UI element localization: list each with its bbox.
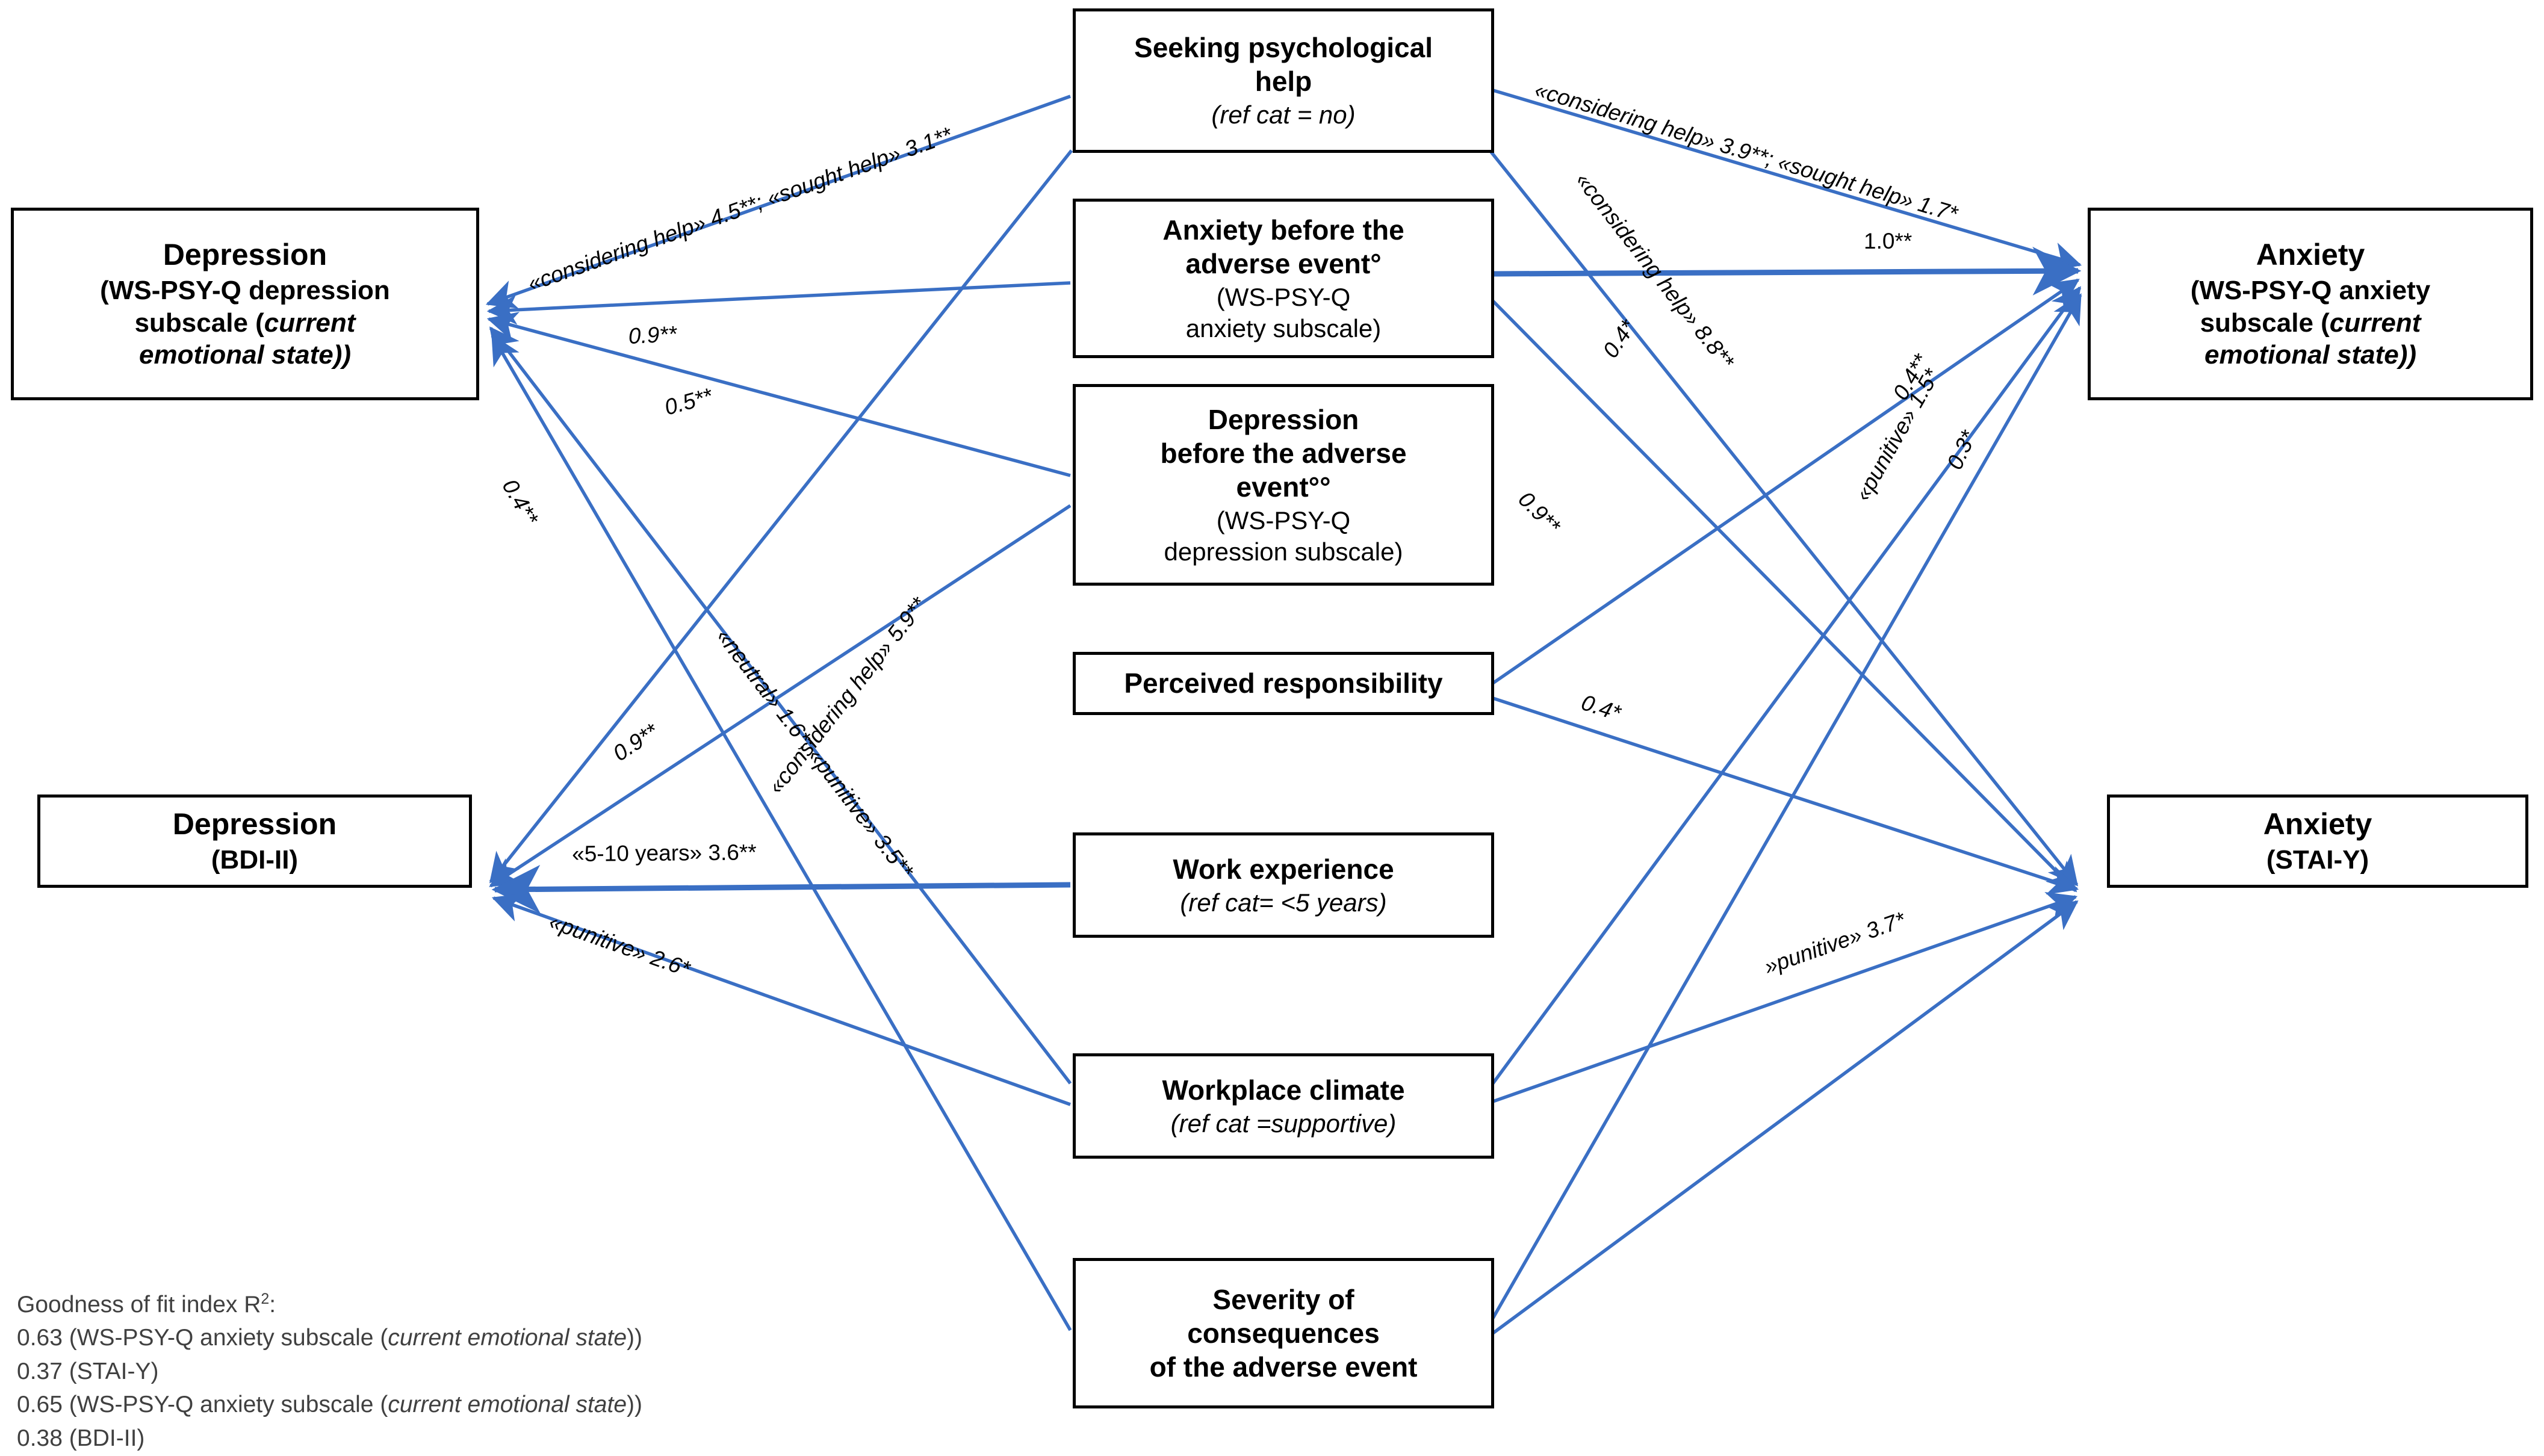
node-title: Severity of consequences of the adverse … <box>1150 1283 1418 1384</box>
gof-line: 0.65 (WS-PSY-Q anxiety subscale (current… <box>17 1388 642 1421</box>
node-title: Depression <box>172 807 337 841</box>
node-anxiety-wspsyq[interactable]: Anxiety (WS-PSY-Q anxiety subscale (curr… <box>2088 208 2533 400</box>
node-subtitle-em: current <box>2329 308 2421 338</box>
node-title: Depression before the adverse event°° <box>1160 403 1406 504</box>
edge-help-to-dep-bdi <box>489 149 1073 884</box>
edge-label-workexp-to-dep-bdi: «5-10 years» 3.6** <box>571 840 757 866</box>
node-subtitle-em: current <box>264 308 356 338</box>
goodness-of-fit-note: Goodness of fit index R2: 0.63 (WS-PSY-Q… <box>17 1288 642 1455</box>
node-subtitle: (BDI-II) <box>211 845 299 875</box>
node-title-line2: before the adverse <box>1160 438 1407 469</box>
node-anxiety-before-adverse-event[interactable]: Anxiety before the adverse event° (WS-PS… <box>1073 199 1494 358</box>
node-perceived-responsibility[interactable]: Perceived responsibility <box>1073 652 1494 715</box>
gof-line-value: 0.63 (WS-PSY-Q anxiety subscale ( <box>17 1325 388 1351</box>
node-title-line1: Anxiety before the <box>1162 214 1404 246</box>
gof-line-tail: )) <box>627 1392 642 1418</box>
node-title: Anxiety <box>2263 807 2372 841</box>
edge-climate-to-dep-wspsyq <box>489 326 1072 1085</box>
node-depression-wspsyq[interactable]: Depression (WS-PSY-Q depression subscale… <box>11 208 479 400</box>
node-title-line2: consequences <box>1187 1317 1380 1349</box>
node-subtitle-line1: (WS-PSY-Q <box>1216 506 1351 535</box>
node-subtitle: (WS-PSY-Q anxiety subscale) <box>1186 282 1382 343</box>
node-subtitle-line3: emotional state)) <box>2204 340 2417 370</box>
node-title: Anxiety <box>2256 237 2365 271</box>
edge-severity-to-dep-wspsyq <box>491 334 1072 1331</box>
edge-depbefore-to-dep-bdi <box>489 504 1072 888</box>
gof-line-value: 0.65 (WS-PSY-Q anxiety subscale ( <box>17 1392 388 1418</box>
node-title: Workplace climate <box>1162 1074 1405 1106</box>
edge-depbefore-to-dep-wspsyq <box>486 312 1071 477</box>
edge-perceived-to-anx-wspsyq <box>1492 278 2080 685</box>
node-subtitle-line1: (WS-PSY-Q anxiety <box>2190 275 2431 305</box>
node-subtitle-text: (ref cat =supportive) <box>1170 1109 1397 1138</box>
node-seeking-psychological-help[interactable]: Seeking psychological help (ref cat = no… <box>1073 8 1494 153</box>
node-title-line3: event°° <box>1236 471 1331 503</box>
edge-help-to-anx-stai <box>1488 149 2079 887</box>
edge-label-anxbefore-to-dep-wspsyq: 0.9** <box>627 321 678 349</box>
edge-climate-to-dep-bdi <box>491 893 1071 1106</box>
gof-line: 0.63 (WS-PSY-Q anxiety subscale (current… <box>17 1321 642 1354</box>
node-title: Seeking psychological help <box>1134 31 1433 98</box>
node-depression-before-adverse-event[interactable]: Depression before the adverse event°° (W… <box>1073 384 1494 586</box>
node-anxiety-stai[interactable]: Anxiety (STAI-Y) <box>2107 795 2528 888</box>
node-subtitle-line2: depression subscale) <box>1164 537 1403 566</box>
gof-line-tail: )) <box>627 1325 642 1351</box>
node-subtitle: (WS-PSY-Q depression subscale) <box>1164 505 1403 566</box>
edge-climate-to-anx-stai <box>1492 891 2078 1103</box>
gof-line-em: current emotional state <box>388 1392 627 1418</box>
node-subtitle-line2: subscale ( <box>2200 308 2330 338</box>
node-subtitle: (WS-PSY-Q anxiety subscale (current emot… <box>2191 274 2431 371</box>
node-depression-bdi[interactable]: Depression (BDI-II) <box>37 795 472 888</box>
node-title-line2: adverse event° <box>1185 248 1382 280</box>
node-workplace-climate[interactable]: Workplace climate (ref cat =supportive) <box>1073 1053 1494 1159</box>
edge-workexp-to-dep-bdi <box>491 864 1071 914</box>
edge-anxbefore-to-anx-wspsyq <box>1492 246 2082 296</box>
edge-label-anxbefore-to-anx-wspsyq: 1.0** <box>1864 229 1913 253</box>
node-title-line2: help <box>1255 66 1312 98</box>
node-subtitle: (WS-PSY-Q depression subscale (current e… <box>100 274 390 371</box>
gof-line-em: current emotional state <box>388 1325 627 1351</box>
edge-help-to-dep-wspsyq <box>485 94 1071 309</box>
gof-heading-colon: : <box>269 1292 276 1318</box>
node-title: Anxiety before the adverse event° <box>1162 213 1404 280</box>
node-subtitle-line3: emotional state)) <box>138 340 352 370</box>
node-subtitle: (STAI-Y) <box>2266 845 2369 875</box>
node-subtitle: (ref cat =supportive) <box>1171 1108 1397 1139</box>
gof-line: 0.38 (BDI-II) <box>17 1422 642 1455</box>
node-subtitle-line1: (WS-PSY-Q depression <box>100 275 390 305</box>
gof-heading: Goodness of fit index R2: <box>17 1288 642 1321</box>
node-subtitle-line1: (WS-PSY-Q <box>1216 283 1351 312</box>
node-title-line1: Severity of <box>1212 1283 1354 1315</box>
node-severity-of-consequences[interactable]: Severity of consequences of the adverse … <box>1073 1258 1494 1408</box>
node-title: Perceived responsibility <box>1124 668 1443 699</box>
node-title: Depression <box>163 237 327 271</box>
node-work-experience[interactable]: Work experience (ref cat= <5 years) <box>1073 832 1494 938</box>
node-title-line3: of the adverse event <box>1149 1351 1418 1383</box>
node-title: Work experience <box>1173 853 1394 885</box>
edge-severity-to-anx-stai <box>1492 900 2079 1335</box>
node-subtitle-line2: anxiety subscale) <box>1185 314 1382 342</box>
node-subtitle: (ref cat = no) <box>1211 99 1355 130</box>
edge-climate-to-anx-wspsyq <box>1491 286 2082 1085</box>
edge-perceived-to-anx-stai <box>1492 696 2079 895</box>
edge-anxbefore-to-anx-stai <box>1492 300 2077 893</box>
node-subtitle-text: (ref cat= <5 years) <box>1180 888 1387 917</box>
gof-heading-text: Goodness of fit index R <box>17 1292 261 1318</box>
gof-line-value: 0.37 (STAI-Y) <box>17 1358 159 1384</box>
node-title-line1: Seeking psychological <box>1134 32 1433 64</box>
node-subtitle-line2: subscale ( <box>134 308 264 338</box>
gof-line: 0.37 (STAI-Y) <box>17 1355 642 1388</box>
edge-help-to-anx-wspsyq <box>1492 88 2082 271</box>
node-title-line1: Depression <box>1208 404 1359 436</box>
node-subtitle-text: (ref cat = no) <box>1211 101 1356 129</box>
edge-anxbefore-to-dep-wspsyq <box>486 281 1071 325</box>
gof-line-value: 0.38 (BDI-II) <box>17 1425 145 1451</box>
gof-heading-superscript: 2 <box>261 1290 270 1307</box>
edge-severity-to-anx-wspsyq <box>1491 293 2082 1319</box>
node-subtitle: (ref cat= <5 years) <box>1180 887 1386 918</box>
